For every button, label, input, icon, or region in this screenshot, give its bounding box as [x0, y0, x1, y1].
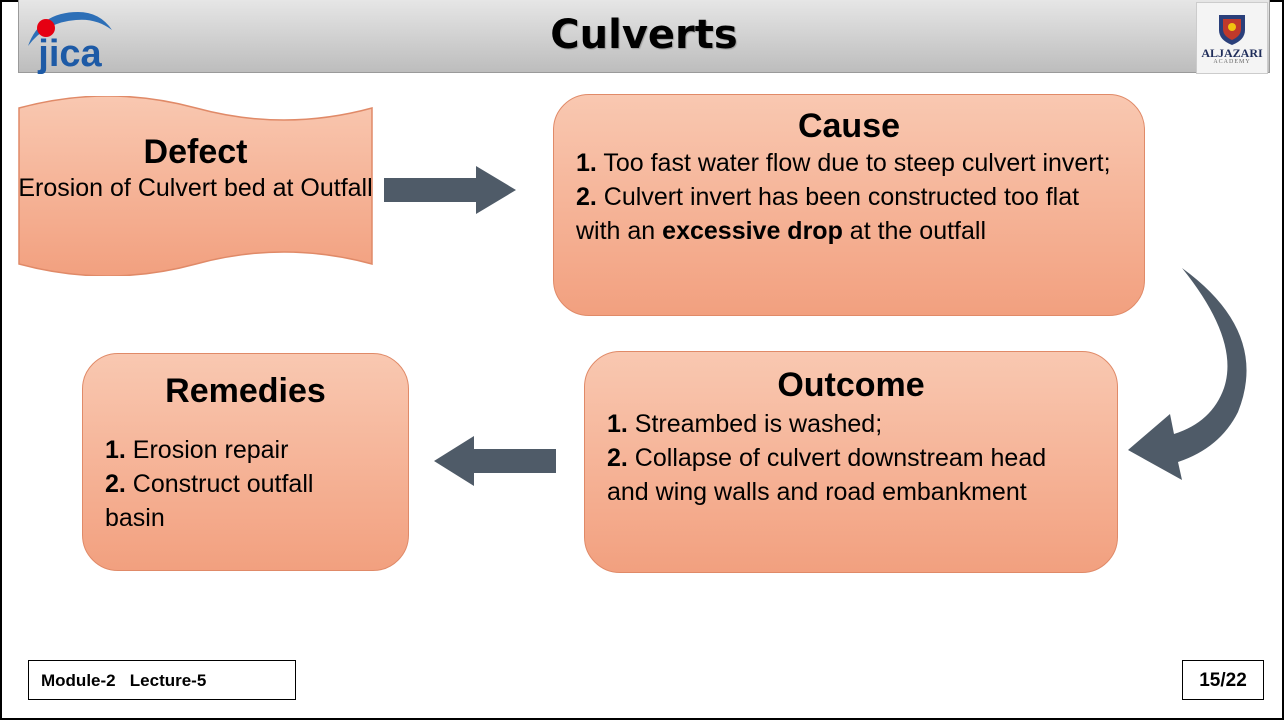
banner-shape [18, 96, 373, 276]
cause-item-2-bold: excessive drop [662, 217, 843, 245]
aljazari-logo-text: ALJAZARI [1201, 45, 1263, 60]
cause-heading: Cause [797, 107, 901, 145]
slide-header: Culverts [18, 0, 1270, 73]
aljazari-logo-subtext: ACADEMY [1213, 58, 1251, 65]
defect-banner: Defect Erosion of Culvert bed at Outfall [18, 96, 373, 276]
cause-item-2-number: 2. [576, 183, 597, 211]
defect-heading: Defect [143, 133, 248, 171]
left-arrow [434, 436, 556, 486]
remedies-box: Remedies 1. Erosion repair 2. Construct … [82, 353, 409, 571]
outcome-box: Outcome 1. Streambed is washed; 2. Colla… [584, 351, 1118, 573]
outcome-item-2-text: Collapse of culvert downstream head and … [607, 444, 1047, 506]
cause-item-2: 2. Culvert invert has been constructed t… [554, 180, 1144, 248]
curved-arrow [1128, 268, 1247, 480]
remedies-item-1-text: Erosion repair [125, 436, 289, 464]
outcome-item-1: 1. Streambed is washed; [585, 407, 1117, 441]
outcome-item-1-text: Streambed is washed; [627, 410, 883, 438]
aljazari-logo: ALJAZARI ACADEMY [1196, 2, 1268, 74]
remedies-item-2: 2. Construct outfall basin [83, 467, 408, 535]
remedies-heading: Remedies [165, 372, 326, 410]
right-arrow [384, 166, 516, 214]
outcome-item-1-number: 1. [607, 410, 628, 438]
cause-item-2-text-b: at the outfall [842, 217, 986, 245]
jica-logo-text: jica [37, 33, 102, 74]
cause-item-1: 1. Too fast water flow due to steep culv… [554, 146, 1144, 180]
defect-text: Erosion of Culvert bed at Outfall [18, 174, 373, 202]
page-number: 15/22 [1182, 660, 1264, 700]
jica-logo: jica [20, 4, 120, 75]
cause-box: Cause 1. Too fast water flow due to stee… [553, 94, 1145, 316]
cause-item-1-text: Too fast water flow due to steep culvert… [596, 149, 1111, 177]
remedies-item-1-number: 1. [105, 436, 126, 464]
outcome-heading: Outcome [777, 366, 925, 404]
remedies-item-2-number: 2. [105, 470, 126, 498]
remedies-item-2-text: Construct outfall basin [105, 470, 314, 532]
outcome-item-2: 2. Collapse of culvert downstream head a… [585, 441, 1117, 509]
remedies-item-1: 1. Erosion repair [83, 433, 408, 467]
cause-item-1-number: 1. [576, 149, 597, 177]
module-lecture-label: Module-2 Lecture-5 [28, 660, 296, 700]
outcome-item-2-number: 2. [607, 444, 628, 472]
slide-title: Culverts [550, 12, 738, 58]
cause-item-2-text-a: Culvert invert has been constructed too … [576, 183, 1080, 245]
